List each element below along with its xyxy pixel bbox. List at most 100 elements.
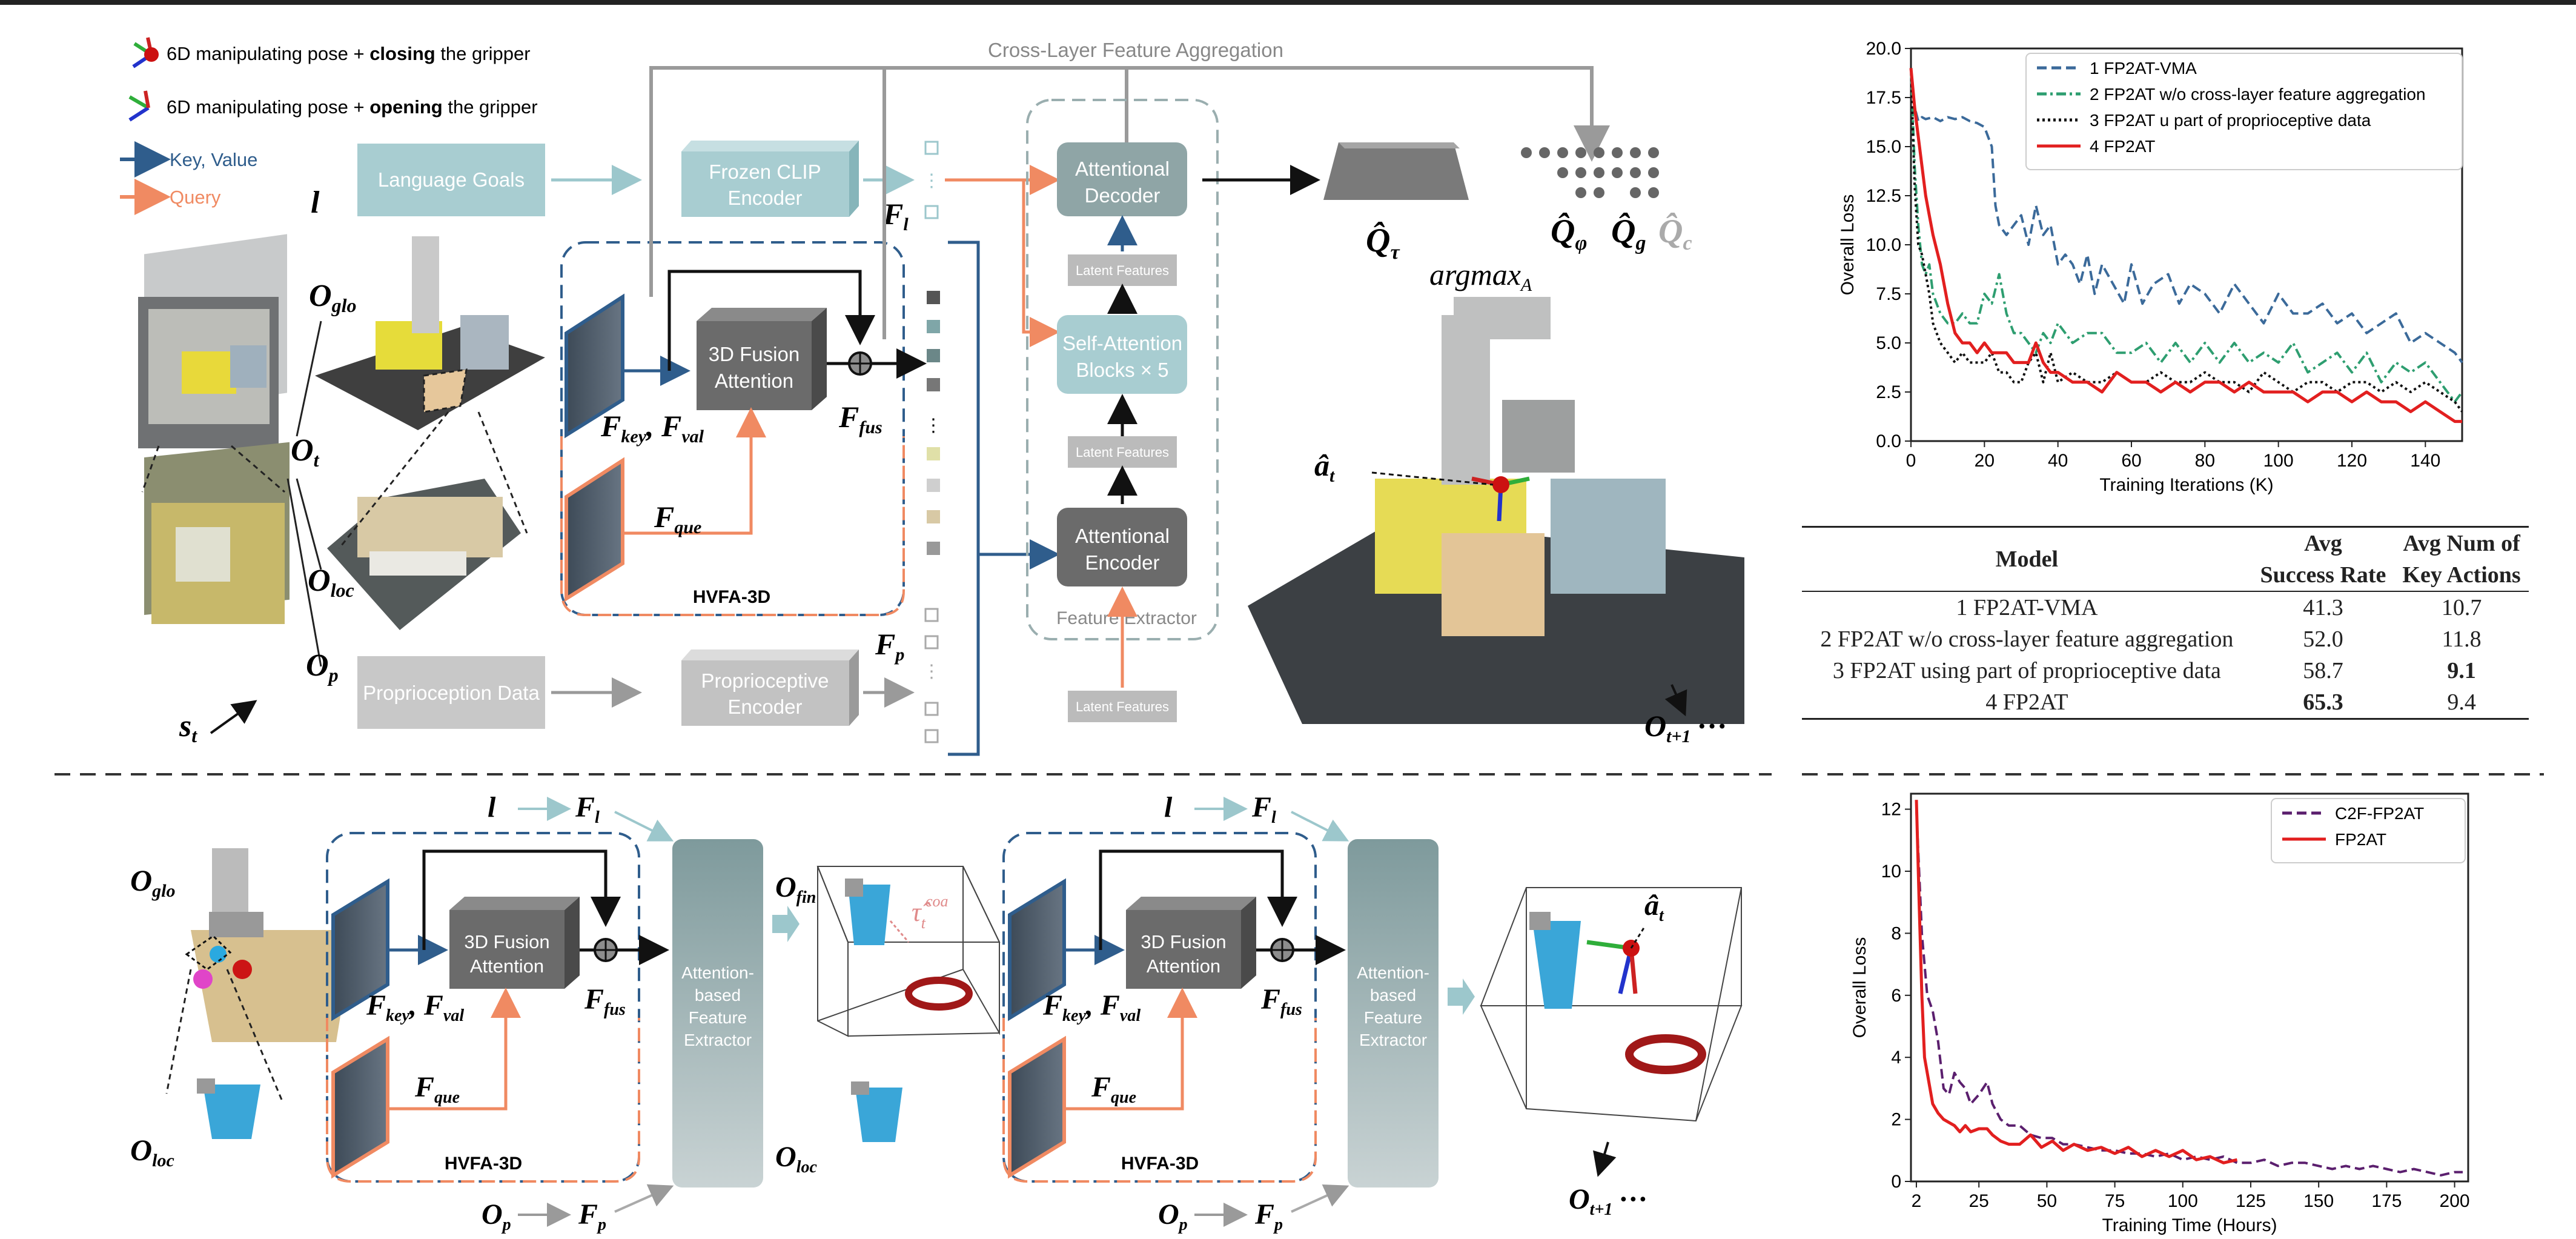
legend-closing: 6D manipulating pose + closing the gripp… bbox=[167, 43, 531, 64]
gripper-closing-icon bbox=[132, 37, 159, 68]
cell-key-actions: 9.1 bbox=[2447, 658, 2476, 683]
legend-label: C2F-FP2AT bbox=[2335, 804, 2424, 823]
b-sym-f-que-2: Fque bbox=[1091, 1071, 1136, 1107]
cell-success-rate: 41.3 bbox=[2251, 591, 2395, 623]
b-abfe-1: Attention- based Feature Extractor bbox=[672, 839, 763, 1188]
svg-text:Encoder: Encoder bbox=[1085, 551, 1160, 574]
y-tick-label: 2 bbox=[1891, 1110, 1901, 1130]
svg-text:HVFA-3D: HVFA-3D bbox=[1121, 1154, 1199, 1174]
feature-extractor-label: Feature Extractor bbox=[1056, 608, 1197, 628]
cell-success-rate: 65.3 bbox=[2251, 686, 2395, 720]
legend: 6D manipulating pose + closing the gripp… bbox=[120, 37, 538, 215]
sym-a-t-top: ât bbox=[1314, 448, 1336, 486]
sym-f-p: Fp bbox=[875, 627, 904, 665]
table-row: 3 FP2AT using part of proprioceptive dat… bbox=[1802, 655, 2529, 686]
x-tick-label: 125 bbox=[2236, 1191, 2266, 1211]
proprio-token-stack: ⋮ bbox=[922, 608, 941, 743]
b-sym-o-loc: Oloc bbox=[130, 1133, 174, 1171]
y-tick-label: 20.0 bbox=[1866, 39, 1901, 59]
legend-opening: 6D manipulating pose + opening the gripp… bbox=[167, 96, 538, 118]
x-tick-label: 100 bbox=[2168, 1191, 2198, 1211]
y-tick-label: 0.0 bbox=[1876, 431, 1901, 451]
cell-key-actions: 11.8 bbox=[2442, 626, 2482, 652]
hvfa-frame-top bbox=[560, 241, 905, 616]
th-model: Model bbox=[1802, 526, 2252, 591]
b-sym-l-1: l bbox=[488, 791, 496, 823]
frozen-clip-encoder: Frozen CLIP Encoder bbox=[681, 141, 859, 217]
attentional-decoder: Attentional Decoder bbox=[1057, 142, 1187, 216]
fused-token-stack: ⋮ bbox=[924, 291, 942, 555]
query-panel bbox=[565, 457, 624, 602]
svg-text:Extractor: Extractor bbox=[1359, 1031, 1427, 1049]
latent-features-2 bbox=[1068, 436, 1177, 468]
x-tick-label: 40 bbox=[2048, 451, 2068, 471]
svg-text:Blocks × 5: Blocks × 5 bbox=[1076, 359, 1168, 381]
b-sym-f-l-2: Fl bbox=[1251, 791, 1276, 827]
sym-f-l: Fl bbox=[882, 197, 909, 234]
scene-render-top bbox=[1248, 297, 1744, 724]
legend-label: 3 FP2AT u part of proprioceptive data bbox=[2090, 111, 2371, 130]
b-sym-tau-coa: τ̂tcoa bbox=[912, 892, 949, 932]
series-line bbox=[1910, 68, 2463, 404]
b-sym-f-que-1: Fque bbox=[414, 1071, 460, 1107]
key-value-panel bbox=[565, 293, 624, 439]
b-cup-local-2 bbox=[851, 1081, 902, 1142]
sym-s-t: st bbox=[179, 709, 197, 746]
cell-success-rate: 52.0 bbox=[2303, 626, 2343, 652]
x-tick-label: 75 bbox=[2105, 1191, 2125, 1211]
series-line bbox=[1915, 800, 2238, 1164]
x-tick-label: 120 bbox=[2337, 451, 2367, 471]
language-goals-label: Language Goals bbox=[378, 168, 525, 191]
svg-text:3D Fusion: 3D Fusion bbox=[1141, 931, 1226, 952]
y-tick-label: 6 bbox=[1891, 986, 1901, 1006]
x-tick-label: 140 bbox=[2410, 451, 2440, 471]
b-scene-table bbox=[185, 848, 354, 1042]
frozen-clip-label-1: Frozen CLIP bbox=[709, 161, 821, 183]
b-sym-a-t: ât bbox=[1644, 889, 1664, 925]
y-tick-label: 10.0 bbox=[1866, 235, 1901, 255]
legend-label: FP2AT bbox=[2335, 830, 2386, 849]
y-tick-label: 5.0 bbox=[1876, 333, 1901, 353]
y-tick-label: 0 bbox=[1891, 1172, 1901, 1192]
y-tick-label: 12.5 bbox=[1866, 186, 1901, 206]
sym-o-t: Ot bbox=[291, 433, 320, 471]
y-axis-label: Overall Loss bbox=[1838, 194, 1858, 296]
svg-text:3D Fusion: 3D Fusion bbox=[709, 343, 800, 365]
sym-q-c: Q̂c bbox=[1658, 212, 1692, 254]
svg-text:Attention-: Attention- bbox=[681, 963, 754, 982]
svg-text:Attention: Attention bbox=[715, 370, 793, 392]
proprio-encoder-label-2: Encoder bbox=[728, 696, 803, 718]
point-cloud-local bbox=[327, 479, 521, 630]
sym-l: l bbox=[311, 185, 320, 220]
b-sym-f-p-1: Fp bbox=[578, 1198, 606, 1234]
svg-text:⋮: ⋮ bbox=[922, 662, 941, 682]
cell-model: 2 FP2AT w/o cross-layer feature aggregat… bbox=[1820, 626, 2234, 652]
series-line bbox=[1915, 809, 2463, 1177]
svg-text:Attention-: Attention- bbox=[1357, 963, 1429, 982]
self-attention-blocks: Self-Attention Blocks × 5 bbox=[1057, 315, 1187, 394]
legend-label: 4 FP2AT bbox=[2090, 137, 2155, 156]
b-sym-f-fus-2: Ffus bbox=[1260, 983, 1302, 1019]
x-tick-label: 20 bbox=[1975, 451, 1995, 471]
b-query-panel-2 bbox=[1008, 1035, 1066, 1179]
cross-layer-label: Cross-Layer Feature Aggregation bbox=[988, 39, 1283, 61]
svg-text:Feature: Feature bbox=[689, 1008, 747, 1027]
b-key-panel-2 bbox=[1008, 878, 1066, 1021]
b-sym-o-loc-2: Oloc bbox=[775, 1141, 817, 1177]
legend-query: Query bbox=[170, 187, 221, 208]
sym-f-key-val: Fkey, Fval bbox=[600, 409, 704, 447]
series-line bbox=[1909, 68, 2462, 424]
latent-features-3 bbox=[1068, 691, 1177, 722]
svg-text:⋮: ⋮ bbox=[924, 416, 942, 436]
x-tick-label: 0 bbox=[1906, 451, 1916, 471]
svg-text:Attention: Attention bbox=[1147, 955, 1220, 977]
b-sym-l-2: l bbox=[1164, 791, 1173, 823]
frozen-clip-label-2: Encoder bbox=[728, 187, 803, 209]
legend-label: 2 FP2AT w/o cross-layer feature aggregat… bbox=[2090, 85, 2426, 104]
x-tick-label: 60 bbox=[2121, 451, 2141, 471]
fusion-attention-top: 3D Fusion Attention bbox=[697, 308, 827, 410]
sym-o-glo: Oglo bbox=[309, 279, 356, 316]
b-sym-o-next: Ot+1··· bbox=[1569, 1183, 1647, 1219]
